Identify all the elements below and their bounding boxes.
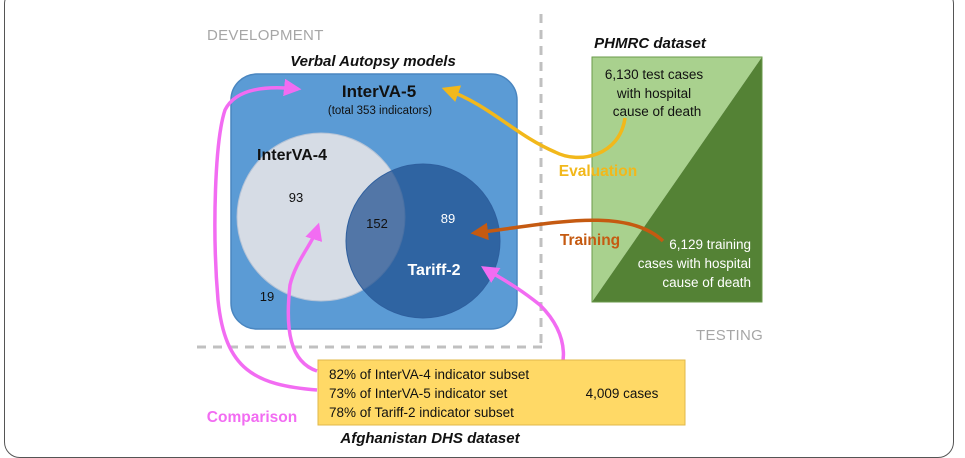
training-label: Training (560, 232, 620, 249)
count-overlap: 152 (366, 216, 388, 231)
development-label: DEVELOPMENT (207, 27, 324, 44)
training-arrow (470, 218, 665, 243)
dhs-box (317, 359, 686, 426)
dhs-subset-1: 82% of InterVA-4 indicator subset (329, 367, 529, 382)
count-interva5-only: 19 (260, 289, 274, 304)
dhs-cases: 4,009 cases (586, 386, 659, 401)
dhs-subset-2: 73% of InterVA-5 indicator set (329, 386, 508, 401)
phmrc-train-line-2: cases with hospital (638, 256, 751, 271)
evaluation-arrow (441, 85, 627, 160)
comparison-label: Comparison (207, 409, 297, 426)
testing-label: TESTING (696, 327, 763, 344)
dhs-subset-3: 78% of Tariff-2 indicator subset (329, 405, 514, 420)
interva5-subtitle: (total 353 indicators) (328, 105, 432, 117)
count-tariff2-only: 89 (441, 211, 455, 226)
comparison-arrow-interva5 (213, 78, 318, 392)
va-models-title: Verbal Autopsy models (290, 53, 456, 70)
phmrc-train-line-1: 6,129 training (669, 237, 751, 252)
phmrc-train-line-3: cause of death (662, 275, 751, 290)
evaluation-label: Evaluation (559, 163, 637, 180)
phmrc-title: PHMRC dataset (594, 35, 707, 52)
count-interva4-only: 93 (289, 190, 303, 205)
phmrc-test-line-2: with hospital (616, 86, 691, 101)
phmrc-test-line-3: cause of death (613, 104, 702, 119)
phmrc-box-outline (591, 56, 763, 303)
interva5-name: InterVA-5 (342, 82, 416, 101)
tariff2-name: Tariff-2 (407, 262, 460, 279)
tariff2-circle (345, 163, 501, 319)
dhs-title: Afghanistan DHS dataset (339, 430, 520, 447)
interva4-name: InterVA-4 (257, 147, 327, 164)
phmrc-train-triangle (592, 57, 762, 302)
comparison-arrow-interva4 (286, 222, 323, 373)
phmrc-test-line-1: 6,130 test cases (605, 67, 704, 82)
